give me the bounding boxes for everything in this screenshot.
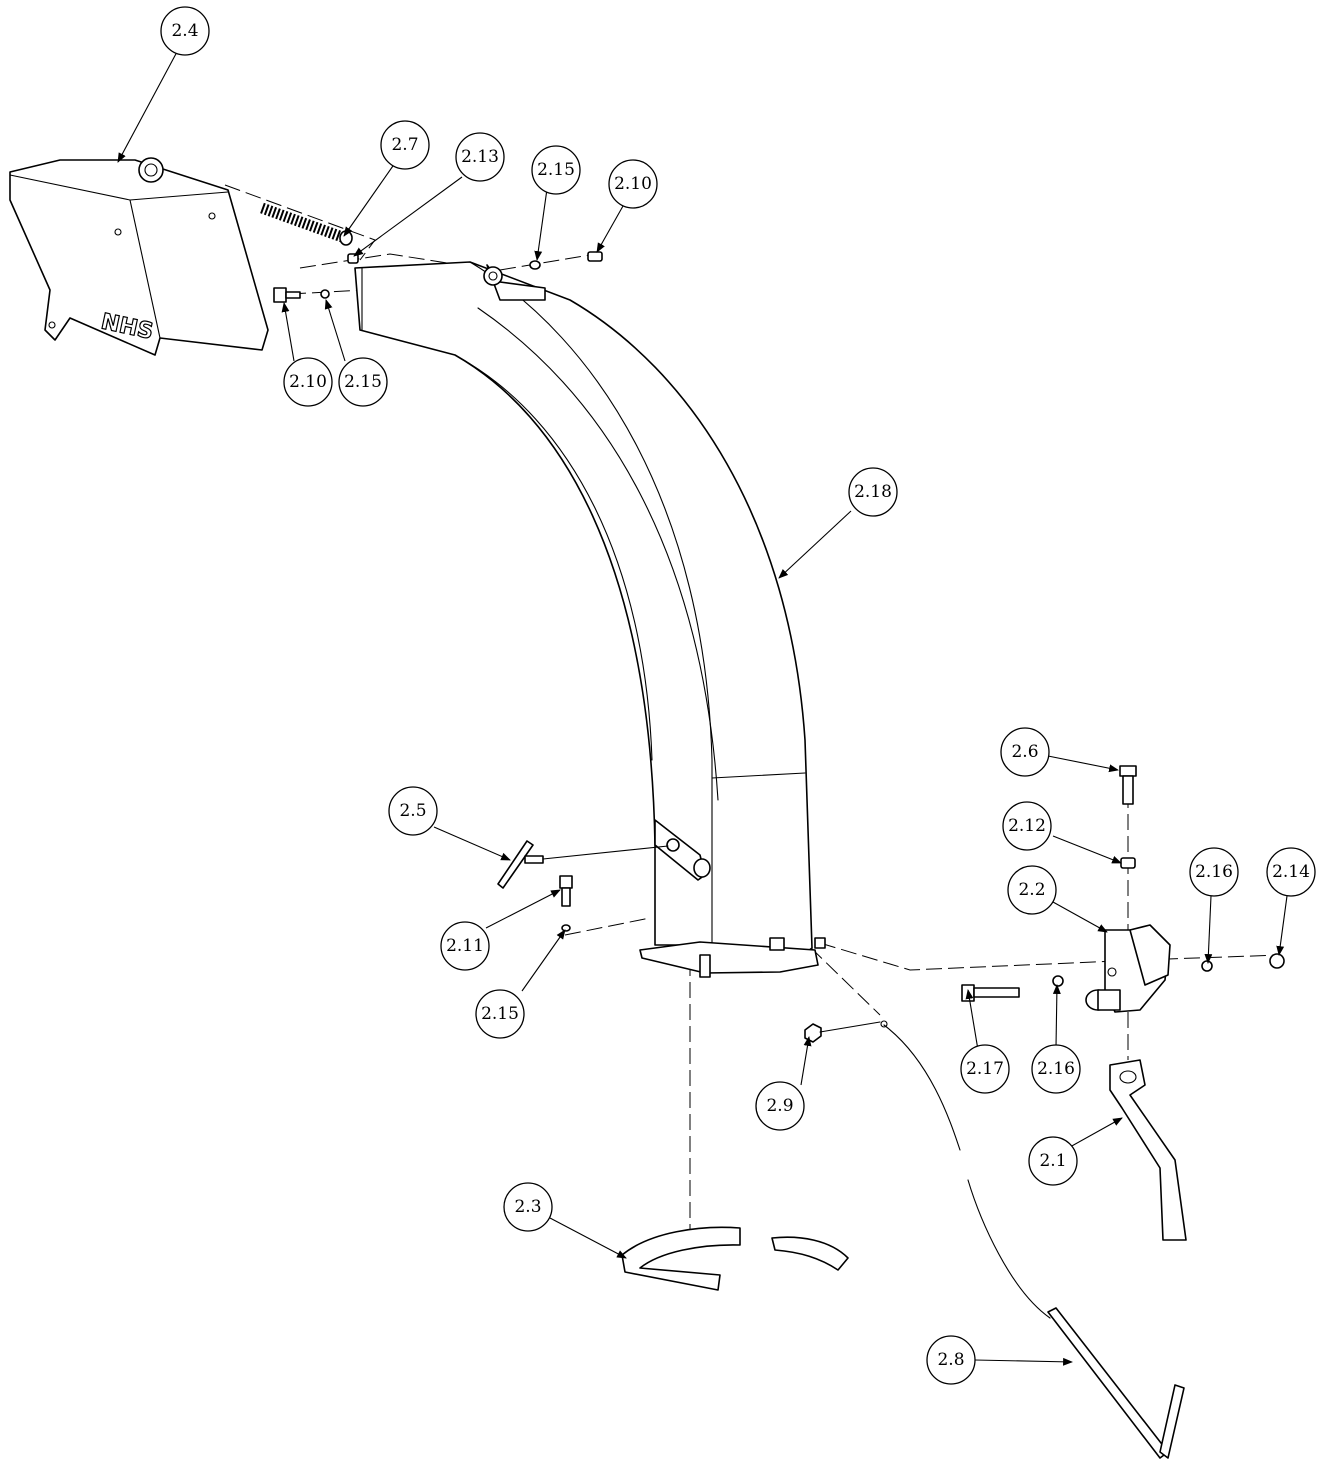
svg-text:2.11: 2.11 bbox=[446, 936, 484, 956]
svg-text:2.16: 2.16 bbox=[1195, 862, 1233, 882]
leader-lines bbox=[117, 49, 1288, 1366]
cover-shield-part: NHS bbox=[9, 157, 269, 356]
callout-2-17[interactable]: 2.17 bbox=[960, 1044, 1010, 1094]
callout-2-12[interactable]: 2.12 bbox=[1002, 801, 1052, 851]
callout-2-11[interactable]: 2.11 bbox=[440, 921, 490, 971]
callout-2-9[interactable]: 2.9 bbox=[755, 1081, 805, 1131]
callout-2-3[interactable]: 2.3 bbox=[503, 1182, 553, 1232]
svg-text:2.6: 2.6 bbox=[1011, 742, 1038, 762]
callout-2-10[interactable]: 2.10 bbox=[283, 357, 333, 407]
svg-text:2.4: 2.4 bbox=[171, 21, 198, 41]
callout-2-15[interactable]: 2.15 bbox=[531, 145, 581, 195]
callout-bubbles: 2.4 2.7 2.13 2.15 2.10 2.10 2.15 2.18 2.… bbox=[160, 6, 1316, 1385]
bolt-2-11 bbox=[559, 875, 573, 932]
callout-2-18[interactable]: 2.18 bbox=[848, 467, 898, 517]
svg-text:2.15: 2.15 bbox=[537, 160, 575, 180]
callout-2-16[interactable]: 2.16 bbox=[1189, 847, 1239, 897]
chute-part bbox=[354, 261, 826, 978]
callout-2-5[interactable]: 2.5 bbox=[388, 786, 438, 836]
callout-2-8[interactable]: 2.8 bbox=[926, 1335, 976, 1385]
svg-text:2.10: 2.10 bbox=[289, 372, 327, 392]
svg-text:2.17: 2.17 bbox=[966, 1059, 1004, 1079]
callout-2-4[interactable]: 2.4 bbox=[160, 6, 210, 56]
callout-2-2[interactable]: 2.2 bbox=[1007, 865, 1057, 915]
pin-part bbox=[497, 840, 669, 889]
svg-text:2.9: 2.9 bbox=[766, 1096, 793, 1116]
svg-text:2.18: 2.18 bbox=[854, 482, 892, 502]
ring-2-3 bbox=[621, 1226, 849, 1291]
svg-text:2.1: 2.1 bbox=[1039, 1151, 1066, 1171]
callout-2-10[interactable]: 2.10 bbox=[608, 159, 658, 209]
svg-text:2.14: 2.14 bbox=[1272, 862, 1310, 882]
callout-2-7[interactable]: 2.7 bbox=[380, 120, 430, 170]
lever-2-1 bbox=[1109, 1059, 1187, 1241]
svg-text:2.15: 2.15 bbox=[481, 1004, 519, 1024]
callout-2-6[interactable]: 2.6 bbox=[1000, 727, 1050, 777]
svg-text:2.15: 2.15 bbox=[344, 372, 382, 392]
callout-2-15[interactable]: 2.15 bbox=[338, 357, 388, 407]
svg-text:2.8: 2.8 bbox=[937, 1350, 964, 1370]
svg-text:2.16: 2.16 bbox=[1037, 1059, 1075, 1079]
callout-2-1[interactable]: 2.1 bbox=[1028, 1136, 1078, 1186]
svg-text:2.5: 2.5 bbox=[399, 801, 426, 821]
svg-text:2.2: 2.2 bbox=[1018, 880, 1045, 900]
svg-text:2.12: 2.12 bbox=[1008, 816, 1046, 836]
bracket-2-2 bbox=[1085, 924, 1171, 1013]
callout-2-14[interactable]: 2.14 bbox=[1266, 847, 1316, 897]
callout-2-15[interactable]: 2.15 bbox=[475, 989, 525, 1039]
rod-2-8 bbox=[804, 1020, 1185, 1459]
svg-text:2.7: 2.7 bbox=[391, 135, 418, 155]
callout-2-13[interactable]: 2.13 bbox=[455, 132, 505, 182]
callout-2-16[interactable]: 2.16 bbox=[1031, 1044, 1081, 1094]
svg-text:2.3: 2.3 bbox=[514, 1197, 541, 1217]
svg-text:2.13: 2.13 bbox=[461, 147, 499, 167]
svg-text:2.10: 2.10 bbox=[614, 174, 652, 194]
